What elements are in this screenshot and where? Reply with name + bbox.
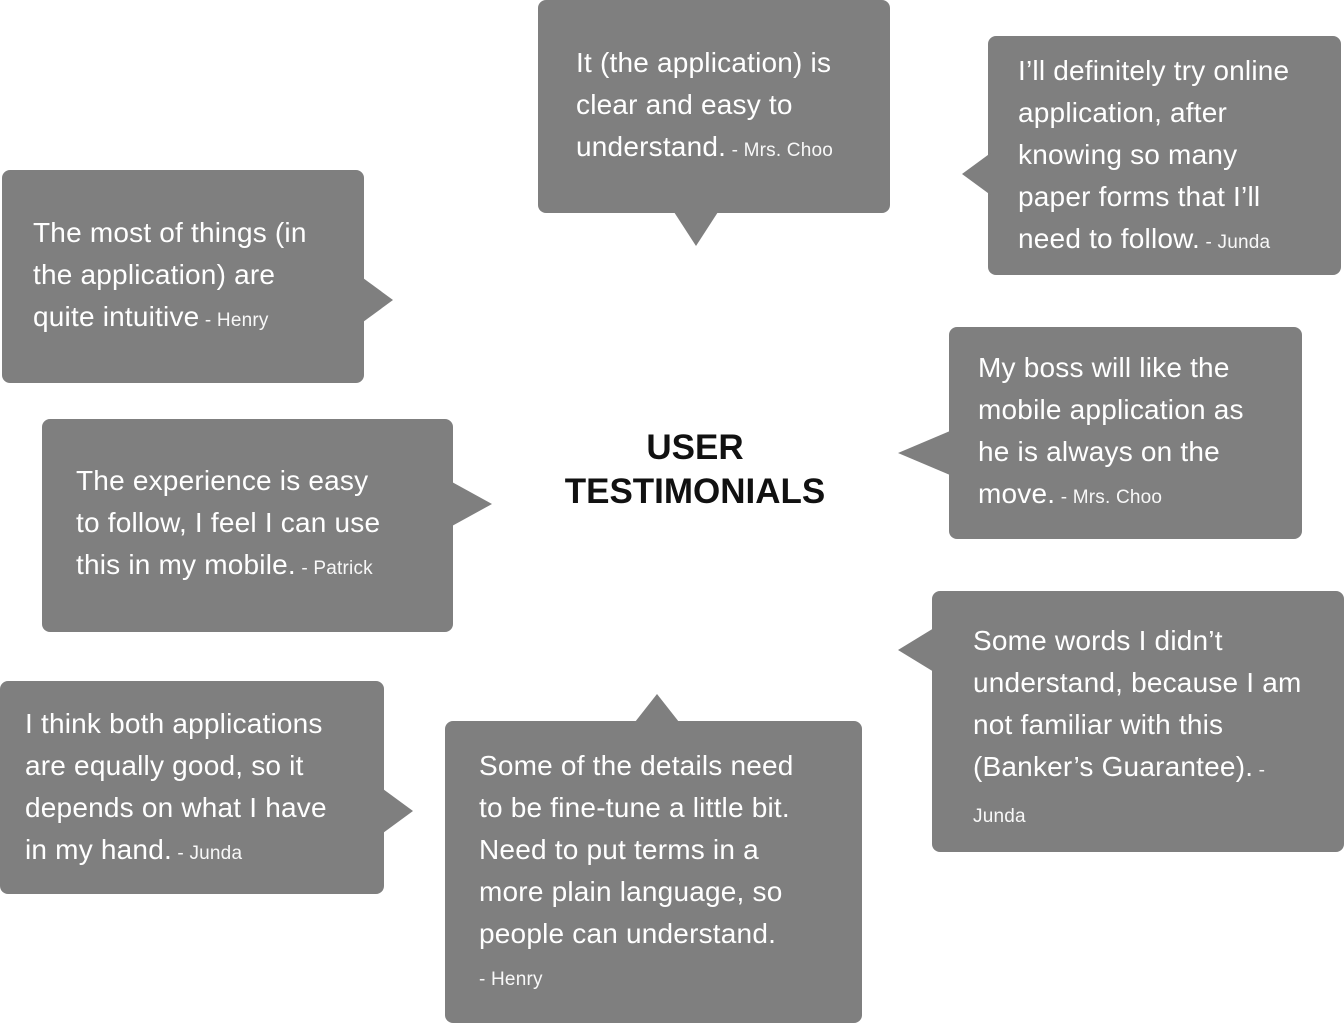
quote-line: I’ll definitely try online: [1018, 55, 1290, 86]
quote-author: - Henry: [199, 310, 269, 331]
quote-author: - Henry: [479, 969, 543, 990]
quote-line: The experience is easy: [76, 465, 369, 496]
center-title: USER TESTIMONIALS: [545, 426, 845, 514]
quote-line: quite intuitive: [33, 301, 200, 332]
quote-line: knowing so many: [1018, 139, 1238, 170]
quote-text: I’ll definitely try online application, …: [1018, 50, 1331, 264]
speech-tail: [674, 212, 718, 246]
quote-text: Some words I didn’t understand, because …: [973, 620, 1338, 838]
quote-line: not familiar with this: [973, 709, 1224, 740]
quote-text: Some of the details need to be fine-tune…: [479, 745, 852, 1001]
quote-line: more plain language, so: [479, 876, 783, 907]
quote-line: understand.: [576, 131, 727, 162]
quote-line: he is always on the: [978, 436, 1220, 467]
quote-text: My boss will like the mobile application…: [978, 347, 1292, 519]
speech-tail: [962, 152, 992, 196]
testimonial-bubble-clear-easy: It (the application) is clear and easy t…: [538, 0, 890, 213]
quote-line: clear and easy to: [576, 89, 793, 120]
quote-line: the application) are: [33, 259, 276, 290]
quote-author: -: [1253, 760, 1266, 781]
quote-text: The most of things (in the application) …: [33, 212, 354, 342]
quote-line: in my hand.: [25, 834, 172, 865]
quote-line: to follow, I feel I can use: [76, 507, 381, 538]
quote-author: - Junda: [171, 843, 243, 864]
quote-line: to be fine-tune a little bit.: [479, 792, 790, 823]
speech-tail: [363, 278, 393, 322]
quote-line: need to follow.: [1018, 223, 1201, 254]
quote-line: application, after: [1018, 97, 1228, 128]
quote-author-continued: Junda: [973, 806, 1026, 827]
quote-author: - Patrick: [295, 558, 373, 579]
testimonial-bubble-intuitive: The most of things (in the application) …: [2, 170, 364, 383]
testimonial-bubble-online-application: I’ll definitely try online application, …: [988, 36, 1341, 275]
quote-line: mobile application as: [978, 394, 1244, 425]
testimonial-bubble-fine-tune: Some of the details need to be fine-tune…: [445, 721, 862, 1023]
quote-line: people can understand.: [479, 918, 777, 949]
quote-text: I think both applications are equally go…: [25, 703, 374, 875]
title-line-1: USER: [646, 428, 744, 467]
quote-author: - Mrs. Choo: [726, 140, 834, 161]
quote-line: this in my mobile.: [76, 549, 296, 580]
quote-line: (Banker’s Guarantee).: [973, 751, 1254, 782]
testimonial-bubble-bankers-guarantee: Some words I didn’t understand, because …: [932, 591, 1344, 852]
testimonial-bubble-easy-experience: The experience is easy to follow, I feel…: [42, 419, 453, 632]
quote-author: - Junda: [1200, 232, 1271, 253]
quote-line: move.: [978, 478, 1056, 509]
quote-text: It (the application) is clear and easy t…: [576, 42, 870, 172]
title-line-2: TESTIMONIALS: [564, 472, 826, 511]
speech-tail: [635, 694, 679, 722]
quote-line: are equally good, so it: [25, 750, 304, 781]
quote-line: Some of the details need: [479, 750, 794, 781]
speech-tail: [383, 789, 413, 833]
quote-line: The most of things (in: [33, 217, 307, 248]
quote-line: My boss will like the: [978, 352, 1230, 383]
speech-tail: [898, 431, 950, 475]
speech-tail: [452, 482, 492, 526]
quote-text: The experience is easy to follow, I feel…: [76, 460, 443, 590]
quote-line: understand, because I am: [973, 667, 1302, 698]
quote-line: It (the application) is: [576, 47, 832, 78]
testimonial-bubble-boss-mobile: My boss will like the mobile application…: [949, 327, 1302, 539]
quote-line: Some words I didn’t: [973, 625, 1223, 656]
quote-line: depends on what I have: [25, 792, 327, 823]
quote-line: Need to put terms in a: [479, 834, 759, 865]
quote-author: - Mrs. Choo: [1055, 487, 1163, 508]
testimonial-bubble-both-applications: I think both applications are equally go…: [0, 681, 384, 894]
quote-line: I think both applications: [25, 708, 323, 739]
speech-tail: [898, 628, 934, 672]
quote-line: paper forms that I’ll: [1018, 181, 1261, 212]
